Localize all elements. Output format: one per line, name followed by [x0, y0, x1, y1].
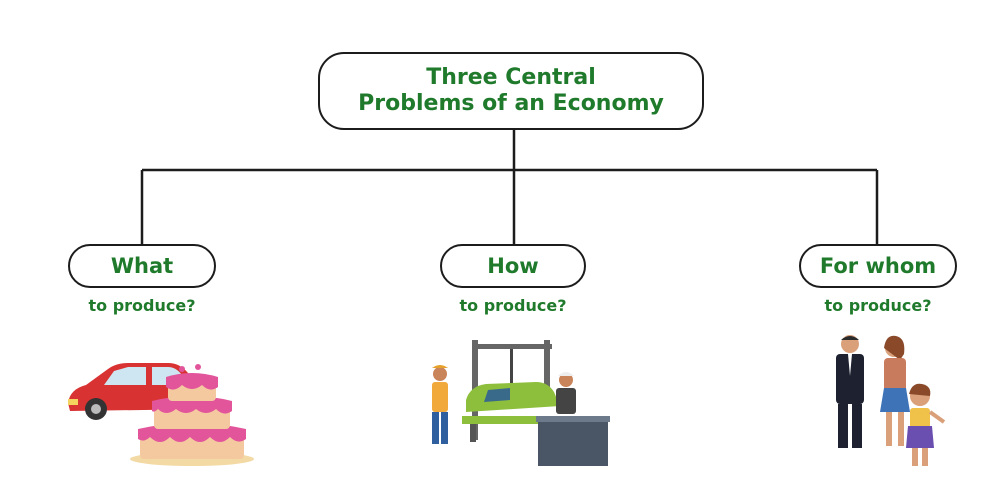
factory-workers-illustration	[432, 340, 610, 466]
for-whom-label: For whom	[819, 254, 937, 278]
woman-icon	[880, 335, 910, 446]
for-whom-subtitle: to produce?	[824, 296, 932, 315]
child-icon	[906, 383, 946, 466]
assembly-line-icon	[462, 340, 572, 442]
cake-icon	[130, 364, 254, 466]
how-label: How	[487, 254, 539, 278]
what-subtitle: to produce?	[88, 296, 196, 315]
worker-left-icon	[432, 365, 448, 444]
for-whom-node: For whom	[799, 244, 957, 288]
root-node: Three Central Problems of an Economy	[318, 52, 704, 130]
family-illustration	[836, 335, 946, 466]
man-icon	[836, 335, 864, 448]
root-title-line-2: Problems of an Economy	[358, 91, 664, 116]
what-label: What	[110, 254, 174, 278]
worker-right-icon	[536, 372, 610, 466]
what-node: What	[68, 244, 216, 288]
car-and-cake-illustration	[68, 363, 254, 466]
how-node: How	[440, 244, 586, 288]
root-title-line-1: Three Central	[426, 65, 596, 90]
how-subtitle: to produce?	[459, 296, 567, 315]
